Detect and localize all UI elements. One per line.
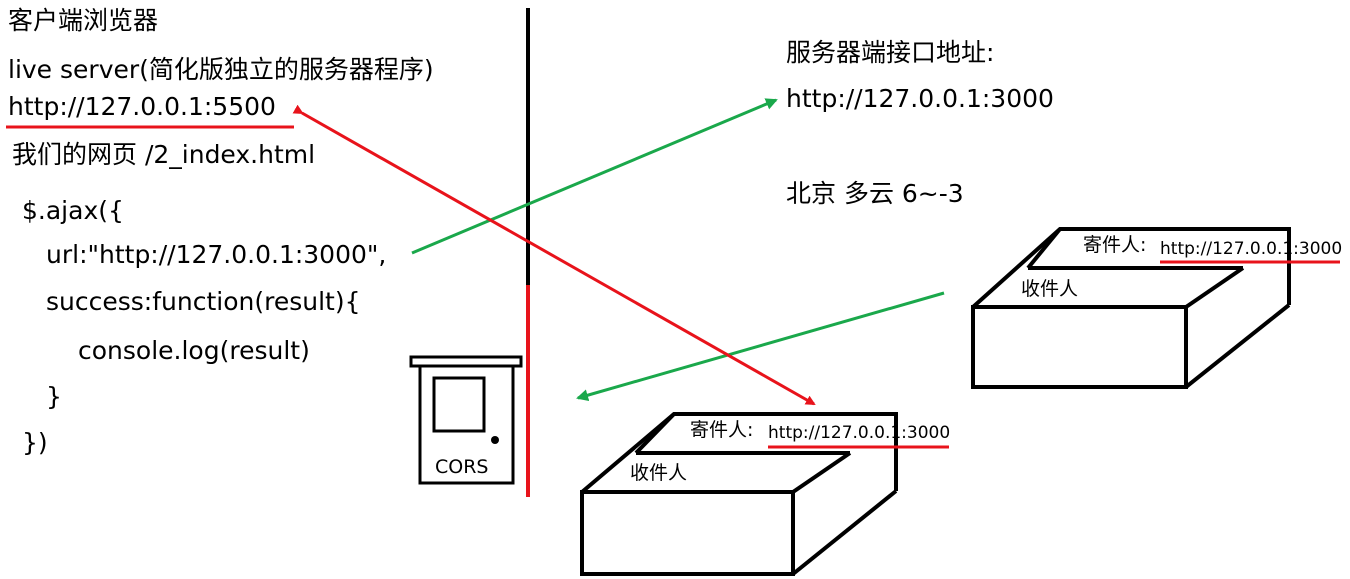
code-line: $.ajax({ (22, 196, 124, 225)
box-bottom-receiver-label: 收件人 (630, 462, 688, 484)
box-right-sender-url: http://127.0.0.1:3000 (1160, 239, 1343, 259)
box-bottom-sender-url: http://127.0.0.1:3000 (768, 423, 951, 443)
cors-door-icon (409, 355, 523, 485)
code-line: } (46, 382, 62, 411)
box-bottom (580, 412, 898, 576)
code-line: console.log(result) (78, 336, 310, 365)
red-double-arrow (292, 104, 816, 406)
code-line: url:"http://127.0.0.1:3000", (46, 240, 387, 269)
green-arrow-request (411, 98, 778, 255)
client-live-server: live server(简化版独立的服务器程序) (8, 55, 434, 84)
server-label: 服务器端接口地址: (786, 38, 995, 67)
client-url: http://127.0.0.1:5500 (8, 92, 276, 121)
code-line: }) (22, 428, 48, 457)
server-url: http://127.0.0.1:3000 (786, 84, 1054, 113)
client-page: 我们的网页 /2_index.html (12, 140, 316, 169)
box-right-receiver-label: 收件人 (1021, 278, 1079, 300)
client-title: 客户端浏览器 (8, 6, 159, 35)
box-right-sender-label: 寄件人: (1083, 234, 1147, 256)
cors-label: CORS (435, 456, 489, 478)
server-weather: 北京 多云 6~-3 (786, 179, 964, 208)
box-bottom-sender-label: 寄件人: (690, 419, 754, 441)
code-line: success:function(result){ (46, 287, 361, 316)
green-arrow-response (576, 291, 945, 402)
box-right (971, 227, 1291, 389)
